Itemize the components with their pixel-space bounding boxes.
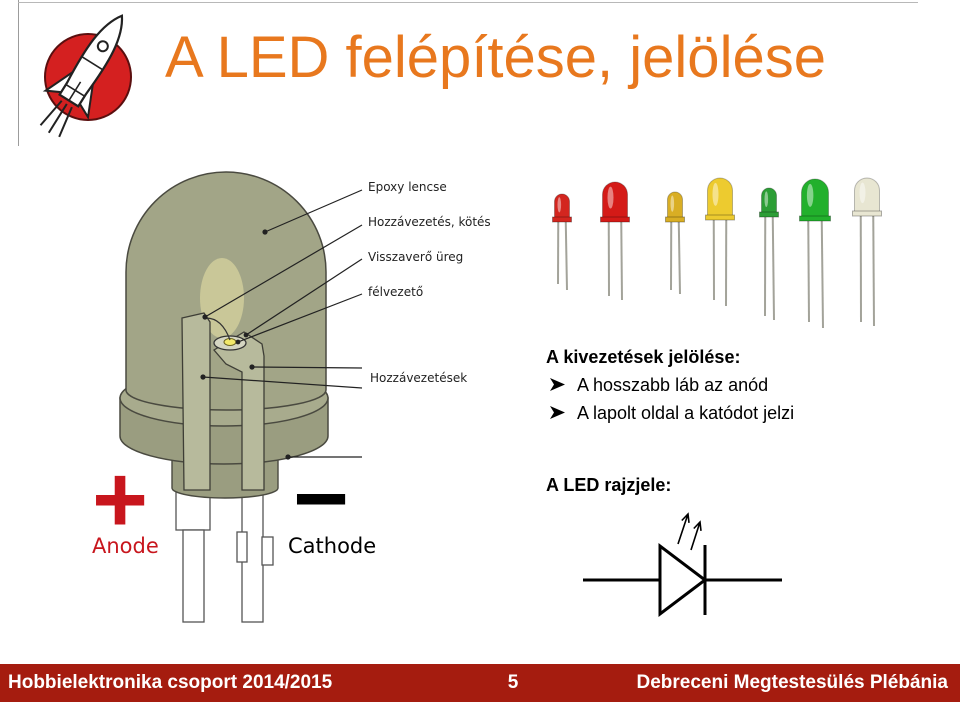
photo-led-dome xyxy=(554,193,570,222)
rocket-stripes xyxy=(65,56,103,101)
led-photo xyxy=(552,177,882,329)
photo-led-leg xyxy=(872,214,875,327)
pinout-item-longer-leg: A hosszabb láb az anód xyxy=(577,375,769,395)
callout-leads: Hozzávezetések xyxy=(370,371,467,385)
leader-semiconductor xyxy=(237,293,363,343)
leader-dot xyxy=(262,229,268,235)
leader-dot xyxy=(285,454,291,460)
anode-leg-lower xyxy=(182,529,205,623)
photo-led-leg xyxy=(807,219,810,323)
leader-dot xyxy=(200,374,206,380)
symbol-heading: A LED rajzjele: xyxy=(546,475,672,495)
cathode-label: Cathode xyxy=(288,534,376,558)
anode-plus-sign: + xyxy=(92,446,148,553)
photo-led-6 xyxy=(799,178,831,329)
photo-led-flange xyxy=(665,216,685,223)
photo-led-flange xyxy=(852,210,882,217)
leader-epoxy xyxy=(264,189,363,233)
bond-wire xyxy=(205,317,231,341)
cathode-leg-kink-left xyxy=(236,531,248,563)
leader-lead-anode xyxy=(202,376,363,389)
rocket-logo xyxy=(39,14,132,138)
photo-led-leg xyxy=(620,220,623,301)
photo-led-highlight xyxy=(764,191,769,208)
emission-arrow-1 xyxy=(677,512,690,545)
cathode-leg xyxy=(236,487,274,623)
anode-label: Anode xyxy=(92,534,159,558)
photo-led-1 xyxy=(552,193,572,291)
leader-reflector xyxy=(245,258,363,336)
cathode-leg-kink-right xyxy=(261,536,274,566)
leader-wire-bond xyxy=(204,224,363,318)
photo-led-dome xyxy=(761,187,777,217)
footer-parish-name: Debreceni Megtestesülés Plébánia xyxy=(636,672,948,693)
rocket-icon xyxy=(39,14,124,138)
photo-led-highlight xyxy=(557,197,562,213)
photo-led-flange xyxy=(759,211,779,218)
photo-led-5 xyxy=(759,187,779,321)
anode-leg xyxy=(175,487,211,623)
photo-led-dome xyxy=(707,177,733,220)
photo-led-flange xyxy=(600,216,630,223)
leader-lines xyxy=(200,189,363,460)
photo-led-2 xyxy=(600,181,630,301)
photo-led-highlight xyxy=(670,195,675,212)
photo-led-4 xyxy=(705,177,735,307)
pinout-item-flat-side: A lapolt oldal a katódot jelzi xyxy=(577,403,795,423)
photo-led-flange xyxy=(799,215,831,222)
callout-epoxy-lens: Epoxy lencse xyxy=(368,180,447,194)
led-schematic-symbol xyxy=(583,512,782,618)
rocket-window xyxy=(96,40,109,53)
cathode-minus-sign: − xyxy=(293,445,349,552)
footer-page-number: 5 xyxy=(507,672,519,693)
rocket-exhaust xyxy=(39,100,73,138)
pinout-heading: A kivezetések jelölése: xyxy=(546,347,741,367)
leader-dot xyxy=(235,339,241,345)
anode-post xyxy=(181,312,211,491)
photo-led-leg xyxy=(564,220,568,291)
arrowhead-bullet-icon xyxy=(550,406,565,419)
photo-led-highlight xyxy=(607,186,614,209)
led-photo-group xyxy=(552,177,882,329)
footer-bar: Hobbielektronika csoport 2014/2015 5 Deb… xyxy=(0,664,960,702)
leader-lead-cathode xyxy=(251,366,363,369)
leader-dot xyxy=(202,314,208,320)
footer-group-name: Hobbielektronika csoport 2014/2015 xyxy=(8,672,333,693)
callout-semiconductor: félvezető xyxy=(368,285,423,299)
header-vertical-rule xyxy=(18,0,19,146)
photo-led-leg xyxy=(820,219,824,329)
photo-led-highlight xyxy=(712,182,719,206)
photo-led-dome xyxy=(854,177,880,216)
callout-reflector-cavity: Visszaverő üreg xyxy=(368,250,463,264)
photo-led-dome xyxy=(801,178,829,221)
photo-led-highlight xyxy=(806,183,814,207)
cathode-post xyxy=(213,331,265,491)
arrowhead-bullet-icon xyxy=(550,378,565,391)
photo-led-leg xyxy=(771,215,775,321)
leader-dot xyxy=(243,332,249,338)
slide-title: A LED felépítése, jelölése xyxy=(165,25,826,90)
symbol-diode-triangle xyxy=(658,542,708,618)
photo-led-flange xyxy=(552,216,572,223)
photo-led-leg xyxy=(677,220,681,295)
leader-dot xyxy=(249,364,255,370)
emission-arrow-2 xyxy=(690,520,702,551)
photo-led-7 xyxy=(852,177,882,327)
led-diagram: Epoxy lencse Hozzávezetés, kötés Visszav… xyxy=(92,171,491,623)
header-horizontal-rule xyxy=(18,2,918,3)
photo-led-flange xyxy=(705,214,735,221)
photo-led-dome xyxy=(667,191,683,222)
photo-led-highlight xyxy=(859,182,866,204)
light-emission-arrows xyxy=(677,512,702,551)
callout-wire-bond: Hozzávezetés, kötés xyxy=(368,215,491,229)
photo-led-dome xyxy=(602,181,628,222)
photo-led-3 xyxy=(665,191,685,295)
